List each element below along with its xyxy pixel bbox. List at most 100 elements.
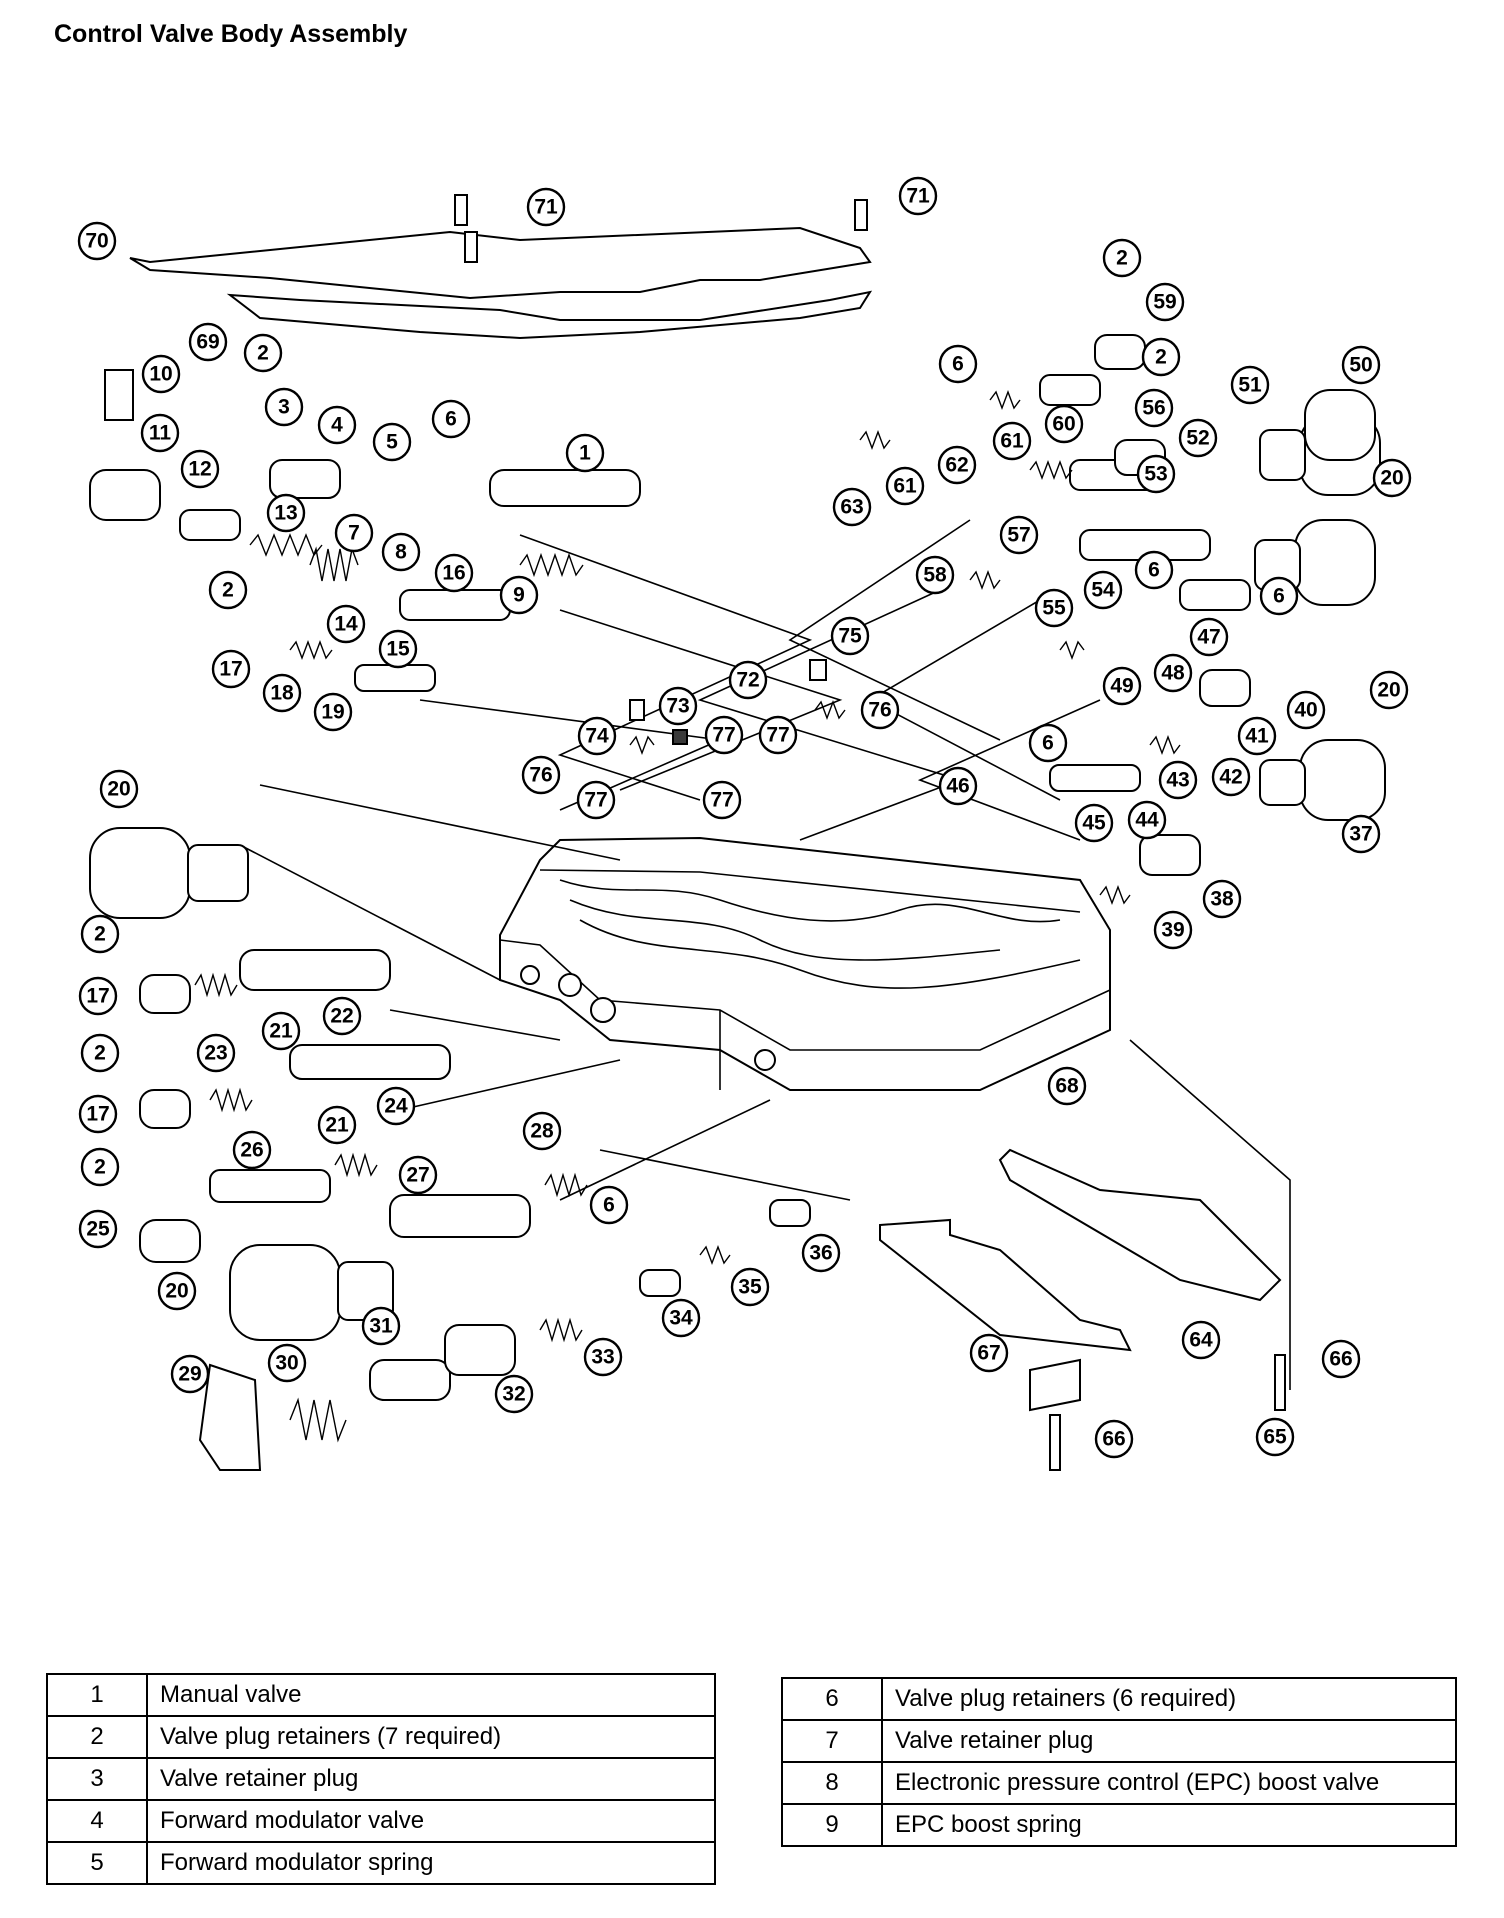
callout-6-b: 6 — [938, 344, 978, 384]
svg-text:6: 6 — [445, 408, 457, 431]
legend-number: 5 — [46, 1841, 148, 1885]
callout-53: 53 — [1136, 454, 1176, 494]
svg-text:26: 26 — [240, 1139, 263, 1162]
svg-text:35: 35 — [738, 1276, 762, 1299]
svg-text:16: 16 — [442, 562, 465, 585]
svg-text:55: 55 — [1042, 597, 1066, 620]
callout-67: 67 — [969, 1333, 1009, 1373]
legend-row: 5 Forward modulator spring — [46, 1841, 716, 1885]
svg-text:23: 23 — [204, 1042, 227, 1065]
svg-text:20: 20 — [1377, 679, 1400, 702]
callout-20-b: 20 — [1372, 458, 1412, 498]
callout-27: 27 — [398, 1155, 438, 1195]
svg-text:2: 2 — [94, 1156, 106, 1179]
svg-text:68: 68 — [1055, 1075, 1079, 1098]
svg-text:72: 72 — [736, 669, 759, 692]
callout-58: 58 — [915, 555, 955, 595]
callout-59: 59 — [1145, 282, 1185, 322]
legend-description: Valve retainer plug — [146, 1757, 716, 1801]
svg-text:71: 71 — [906, 185, 930, 208]
svg-text:6: 6 — [1273, 585, 1285, 608]
legend-description: Valve plug retainers (7 required) — [146, 1715, 716, 1759]
legend-description: Manual valve — [146, 1673, 716, 1717]
svg-text:59: 59 — [1153, 291, 1176, 314]
callout-52: 52 — [1178, 418, 1218, 458]
svg-text:6: 6 — [1148, 559, 1160, 582]
callout-20-a: 20 — [99, 769, 139, 809]
callout-61-a: 61 — [992, 421, 1032, 461]
svg-text:3: 3 — [278, 396, 290, 419]
legend-number: 8 — [781, 1761, 883, 1805]
callout-76-a: 76 — [860, 690, 900, 730]
svg-text:44: 44 — [1135, 809, 1159, 832]
callout-2-f: 2 — [1102, 238, 1142, 278]
svg-text:61: 61 — [893, 475, 917, 498]
svg-text:63: 63 — [840, 496, 863, 519]
svg-text:57: 57 — [1007, 524, 1030, 547]
shift-solenoid-50 — [1304, 389, 1376, 461]
svg-text:61: 61 — [1000, 430, 1024, 453]
svg-text:20: 20 — [1380, 467, 1403, 490]
callout-42: 42 — [1211, 757, 1251, 797]
svg-text:41: 41 — [1245, 725, 1269, 748]
diagram-title: Control Valve Body Assembly — [54, 20, 408, 48]
callout-56: 56 — [1134, 388, 1174, 428]
shift-solenoid-37 — [1259, 739, 1386, 821]
callout-37: 37 — [1341, 814, 1381, 854]
callout-66-a: 66 — [1321, 1339, 1361, 1379]
callout-75: 75 — [830, 616, 870, 656]
callout-60: 60 — [1044, 404, 1084, 444]
svg-text:60: 60 — [1052, 413, 1075, 436]
svg-text:32: 32 — [502, 1383, 525, 1406]
legend-row: 3 Valve retainer plug — [46, 1757, 716, 1801]
callout-30: 30 — [267, 1343, 307, 1383]
callout-49: 49 — [1102, 666, 1142, 706]
svg-text:18: 18 — [270, 682, 294, 705]
svg-text:36: 36 — [809, 1242, 832, 1265]
svg-text:17: 17 — [86, 1103, 109, 1126]
legend-number: 9 — [781, 1803, 883, 1847]
callout-66-b: 66 — [1094, 1419, 1134, 1459]
callout-43: 43 — [1158, 760, 1198, 800]
callout-6-e: 6 — [1028, 723, 1068, 763]
svg-text:28: 28 — [530, 1120, 554, 1143]
callout-8: 8 — [381, 532, 421, 572]
callout-2-b: 2 — [208, 570, 248, 610]
svg-text:47: 47 — [1197, 626, 1220, 649]
svg-text:48: 48 — [1161, 662, 1185, 685]
svg-text:74: 74 — [585, 725, 609, 748]
callout-71-b: 71 — [898, 176, 938, 216]
svg-text:11: 11 — [149, 422, 172, 445]
svg-text:29: 29 — [178, 1363, 201, 1386]
callout-40: 40 — [1286, 690, 1326, 730]
callout-73: 73 — [658, 686, 698, 726]
svg-text:24: 24 — [384, 1095, 408, 1118]
svg-text:20: 20 — [107, 778, 130, 801]
callout-21-b: 21 — [317, 1105, 357, 1145]
exploded-view-diagram: 1 2 2 2 2 2 2 2 3 4 5 6 6 6 6 6 6 7 8 9 … — [77, 176, 1412, 1471]
svg-text:9: 9 — [513, 584, 525, 607]
callout-68: 68 — [1047, 1066, 1087, 1106]
callout-bubbles: 1 2 2 2 2 2 2 2 3 4 5 6 6 6 6 6 6 7 8 9 … — [77, 176, 1412, 1459]
callout-2-g: 2 — [1141, 337, 1181, 377]
callout-24: 24 — [376, 1086, 416, 1126]
callout-17-b: 17 — [78, 976, 118, 1016]
callout-77-c: 77 — [576, 780, 616, 820]
svg-text:6: 6 — [952, 353, 964, 376]
svg-text:5: 5 — [386, 431, 398, 454]
svg-text:75: 75 — [838, 625, 862, 648]
callout-47: 47 — [1189, 617, 1229, 657]
callout-7: 7 — [334, 513, 374, 553]
callout-19: 19 — [313, 692, 353, 732]
svg-text:17: 17 — [219, 658, 242, 681]
svg-text:52: 52 — [1186, 427, 1209, 450]
svg-text:65: 65 — [1263, 1426, 1287, 1449]
callout-13: 13 — [266, 493, 306, 533]
svg-text:31: 31 — [369, 1315, 393, 1338]
svg-text:76: 76 — [529, 764, 552, 787]
callout-20-d: 20 — [157, 1271, 197, 1311]
svg-text:43: 43 — [1166, 769, 1189, 792]
svg-text:2: 2 — [1116, 247, 1128, 270]
svg-text:77: 77 — [766, 724, 789, 747]
svg-text:64: 64 — [1189, 1329, 1213, 1352]
